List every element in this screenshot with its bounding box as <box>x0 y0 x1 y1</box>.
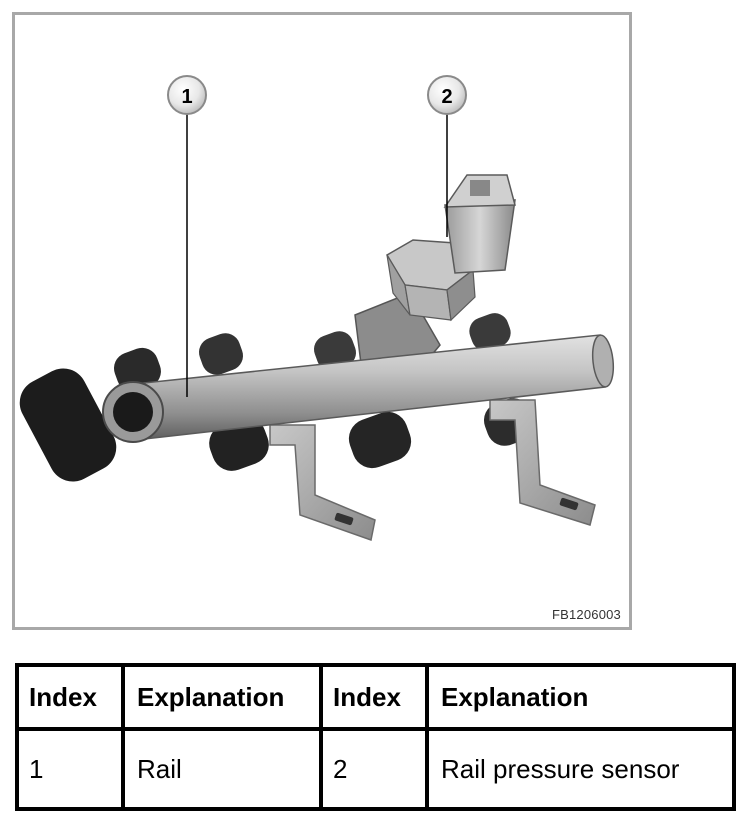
rail-tube <box>102 334 615 443</box>
legend-index-b: 2 <box>319 727 429 811</box>
fuel-rail-illustration: 1 2 <box>19 75 615 541</box>
header-index-a: Index <box>15 663 125 731</box>
legend-explanation-b: Rail pressure sensor <box>425 727 736 811</box>
figure-frame: 1 2 FB1206003 <box>12 12 632 630</box>
header-explanation-b: Explanation <box>425 663 736 731</box>
injector-back <box>113 313 511 392</box>
legend-table: Index Explanation Index Explanation 1 Ra… <box>15 663 736 811</box>
legend-row: 1 Rail 2 Rail pressure sensor <box>15 727 736 811</box>
header-index-b: Index <box>319 663 429 731</box>
callout-bubble-2: 2 <box>427 75 467 115</box>
callout-number-1: 1 <box>181 86 192 108</box>
figure-code: FB1206003 <box>551 607 621 622</box>
callout-number-2: 2 <box>441 86 452 108</box>
callout-bubble-1: 1 <box>167 75 207 115</box>
legend-index-a: 1 <box>15 727 125 811</box>
legend-explanation-a: Rail <box>121 727 323 811</box>
header-explanation-a: Explanation <box>121 663 323 731</box>
legend-header-row: Index Explanation Index Explanation <box>15 663 736 731</box>
mounting-bracket <box>269 399 596 541</box>
rail-pressure-sensor <box>385 174 516 322</box>
